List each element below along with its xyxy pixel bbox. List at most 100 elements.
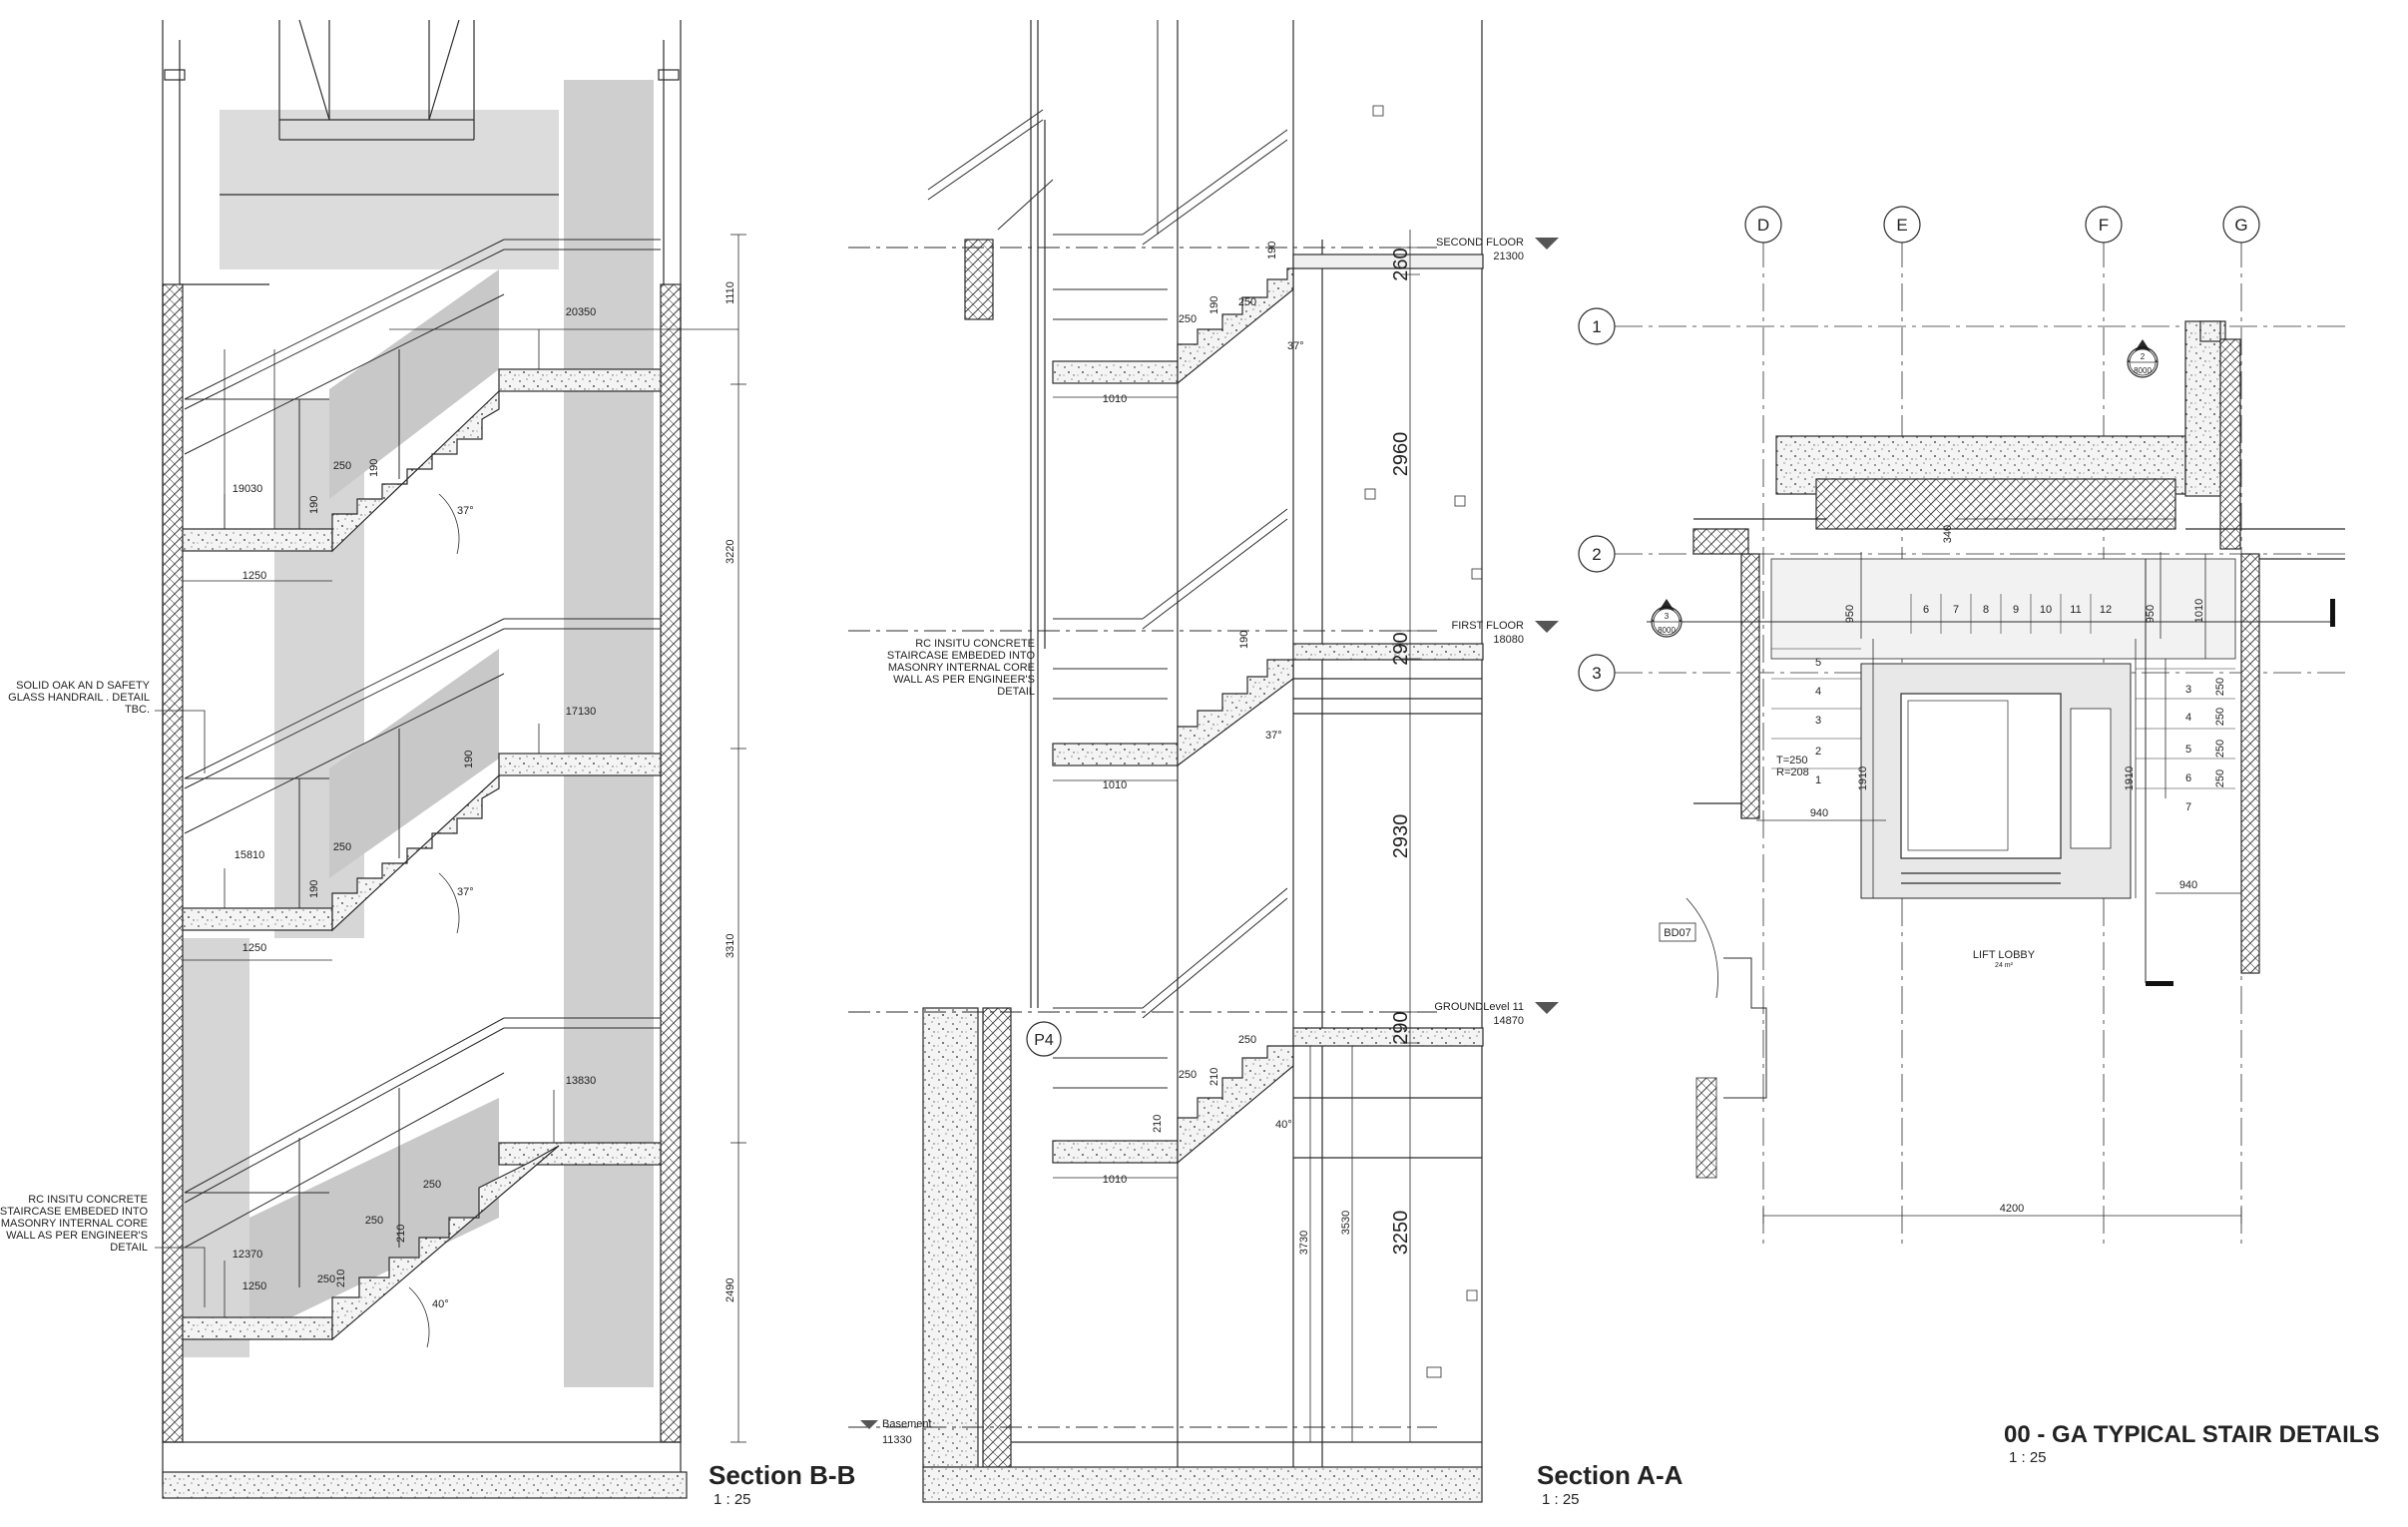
grid-bubble-3 (1578, 654, 1616, 692)
angle-1: 37° (457, 505, 474, 517)
step-right-7: 7 (2185, 801, 2191, 813)
dim-1010: 1010 (2193, 599, 2205, 623)
step-left-2: 2 (1815, 746, 1821, 758)
aa-riser-5: 210 (1208, 1068, 1220, 1086)
concrete-note-1: RC INSITU CONCRETE (28, 1194, 148, 1206)
riser-2: 190 (368, 459, 380, 477)
aa-landing-3 (1052, 1140, 1179, 1164)
slab-top (498, 368, 662, 392)
grid-bubble-1 (1578, 307, 1616, 345)
aa-handrails (927, 20, 1288, 1089)
section-marker-2-num: 2 (2141, 352, 2146, 361)
aa-slab-2 (1292, 643, 1484, 661)
aa-landing-1-w: 1010 (1103, 393, 1127, 405)
section-aa (848, 20, 1559, 1503)
plan-right-corner (2199, 320, 2221, 342)
dim-4200: 4200 (2000, 1203, 2024, 1215)
tr-note-t: T=250 (1776, 755, 1808, 766)
aa-flight-3 (1177, 1045, 1294, 1165)
dim-950-b: 950 (2145, 605, 2157, 623)
aa-note-2: STAIRCASE EMBEDED INTO (887, 650, 1036, 662)
aa-note-5: DETAIL (997, 686, 1035, 698)
section-bb-scale: 1 : 25 (714, 1491, 751, 1508)
plan-right-wall (2184, 320, 2226, 497)
plan-scale: 1 : 25 (2009, 1449, 2047, 1466)
tread-3: 250 (365, 1215, 383, 1227)
aa-tread-3: 250 (1179, 1069, 1197, 1081)
grid-col-d: D (1757, 216, 1769, 235)
bb-vertical-dim (389, 234, 746, 1443)
shade-stair-1 (329, 269, 499, 499)
level-value-1: 21300 (1493, 251, 1524, 262)
tr-note-r: R=208 (1776, 766, 1809, 778)
section-bb-labels: SOLID OAK AN D SAFETY GLASS HANDRAIL . D… (0, 281, 855, 1508)
level-name-1: SECOND FLOOR (1436, 237, 1524, 249)
step-top-12: 12 (2100, 604, 2112, 616)
grid-bubble-p4 (1026, 1021, 1062, 1057)
spot-level-5: 13830 (566, 1075, 597, 1087)
handrail-note-2: GLASS HANDRAIL . DETAIL (8, 692, 150, 704)
dim-250-2: 250 (2214, 708, 2226, 726)
level-value-2: 18080 (1493, 634, 1524, 646)
slab-dim-2: 290 (1390, 632, 1412, 665)
grid-bubble-e (1883, 206, 1921, 244)
section-marker-2-sheet: 8000 (2134, 366, 2152, 375)
aa-landing-3-w: 1010 (1103, 1174, 1127, 1186)
step-left-5: 5 (1815, 657, 1821, 669)
plan-left-wall (1740, 553, 1760, 819)
stair-step-lines (1771, 594, 2235, 789)
dim-340: 340 (1942, 525, 1954, 543)
angle-3: 40° (432, 1298, 449, 1310)
step-top-7: 7 (1953, 604, 1959, 616)
tread-4: 250 (423, 1179, 441, 1191)
right-wall (660, 283, 682, 1443)
plan-right-wall-2 (2240, 553, 2260, 974)
spot-level-4: 15810 (235, 849, 265, 861)
spot-level-6: 12370 (233, 1249, 263, 1261)
vdim-1: 1110 (724, 281, 736, 304)
dim-250-3: 250 (2214, 740, 2226, 758)
aa-riser-1: 190 (1208, 296, 1220, 314)
section-bb-title: Section B-B (709, 1460, 855, 1490)
aa-slab-base (922, 1466, 1483, 1503)
small-dim-2: 3530 (1340, 1211, 1352, 1235)
aa-tread-4: 250 (1238, 1034, 1256, 1046)
lift-machinery (2070, 708, 2112, 849)
aa-tread-2: 250 (1238, 296, 1256, 308)
plan-labels: D E F G 1 2 3 2 8000 3 8000 340 950 950 … (1592, 216, 2379, 1466)
riser-1: 190 (308, 496, 320, 514)
room-area: 24 m² (1995, 962, 2014, 969)
step-right-6: 6 (2185, 772, 2191, 784)
level-name-2: FIRST FLOOR (1451, 620, 1524, 632)
aa-left-wall-low (982, 1007, 1012, 1468)
landing-1 (182, 528, 333, 552)
level-value-3: 14870 (1493, 1015, 1524, 1027)
section-bb (155, 19, 746, 1499)
slab-dim-3: 290 (1390, 1011, 1412, 1044)
concrete-note-4: WALL AS PER ENGINEER'S (6, 1230, 148, 1242)
aa-level-lines (848, 247, 1437, 1428)
aa-note-3: MASONRY INTERNAL CORE (888, 662, 1035, 674)
riser-6: 210 (395, 1225, 407, 1243)
vdim-4: 2490 (724, 1278, 736, 1302)
stair-landing-top (1770, 558, 2236, 660)
dim-1910-a: 1910 (1857, 766, 1869, 790)
left-wall (162, 283, 184, 1443)
grid-col-f: F (2099, 216, 2109, 235)
shade-void-2 (180, 938, 249, 1357)
angle-2: 37° (457, 886, 474, 898)
door-tag: BD07 (1664, 927, 1691, 939)
storey-dim-3: 3250 (1390, 1211, 1412, 1256)
plan-dims (1756, 518, 2242, 1224)
step-right-5: 5 (2185, 744, 2191, 756)
slab-dim-1: 260 (1390, 248, 1412, 280)
shade-stair-3 (249, 1098, 499, 1337)
aa-angle-1: 37° (1287, 340, 1304, 352)
level-value-4: 11330 (882, 1434, 912, 1446)
plan (1578, 206, 2345, 1248)
plan-left-wall-2 (1692, 528, 1749, 555)
aa-riser-2: 190 (1266, 242, 1278, 259)
aa-level-markers (860, 238, 1559, 1429)
tread-5: 250 (317, 1273, 335, 1285)
flight-1 (331, 389, 500, 553)
